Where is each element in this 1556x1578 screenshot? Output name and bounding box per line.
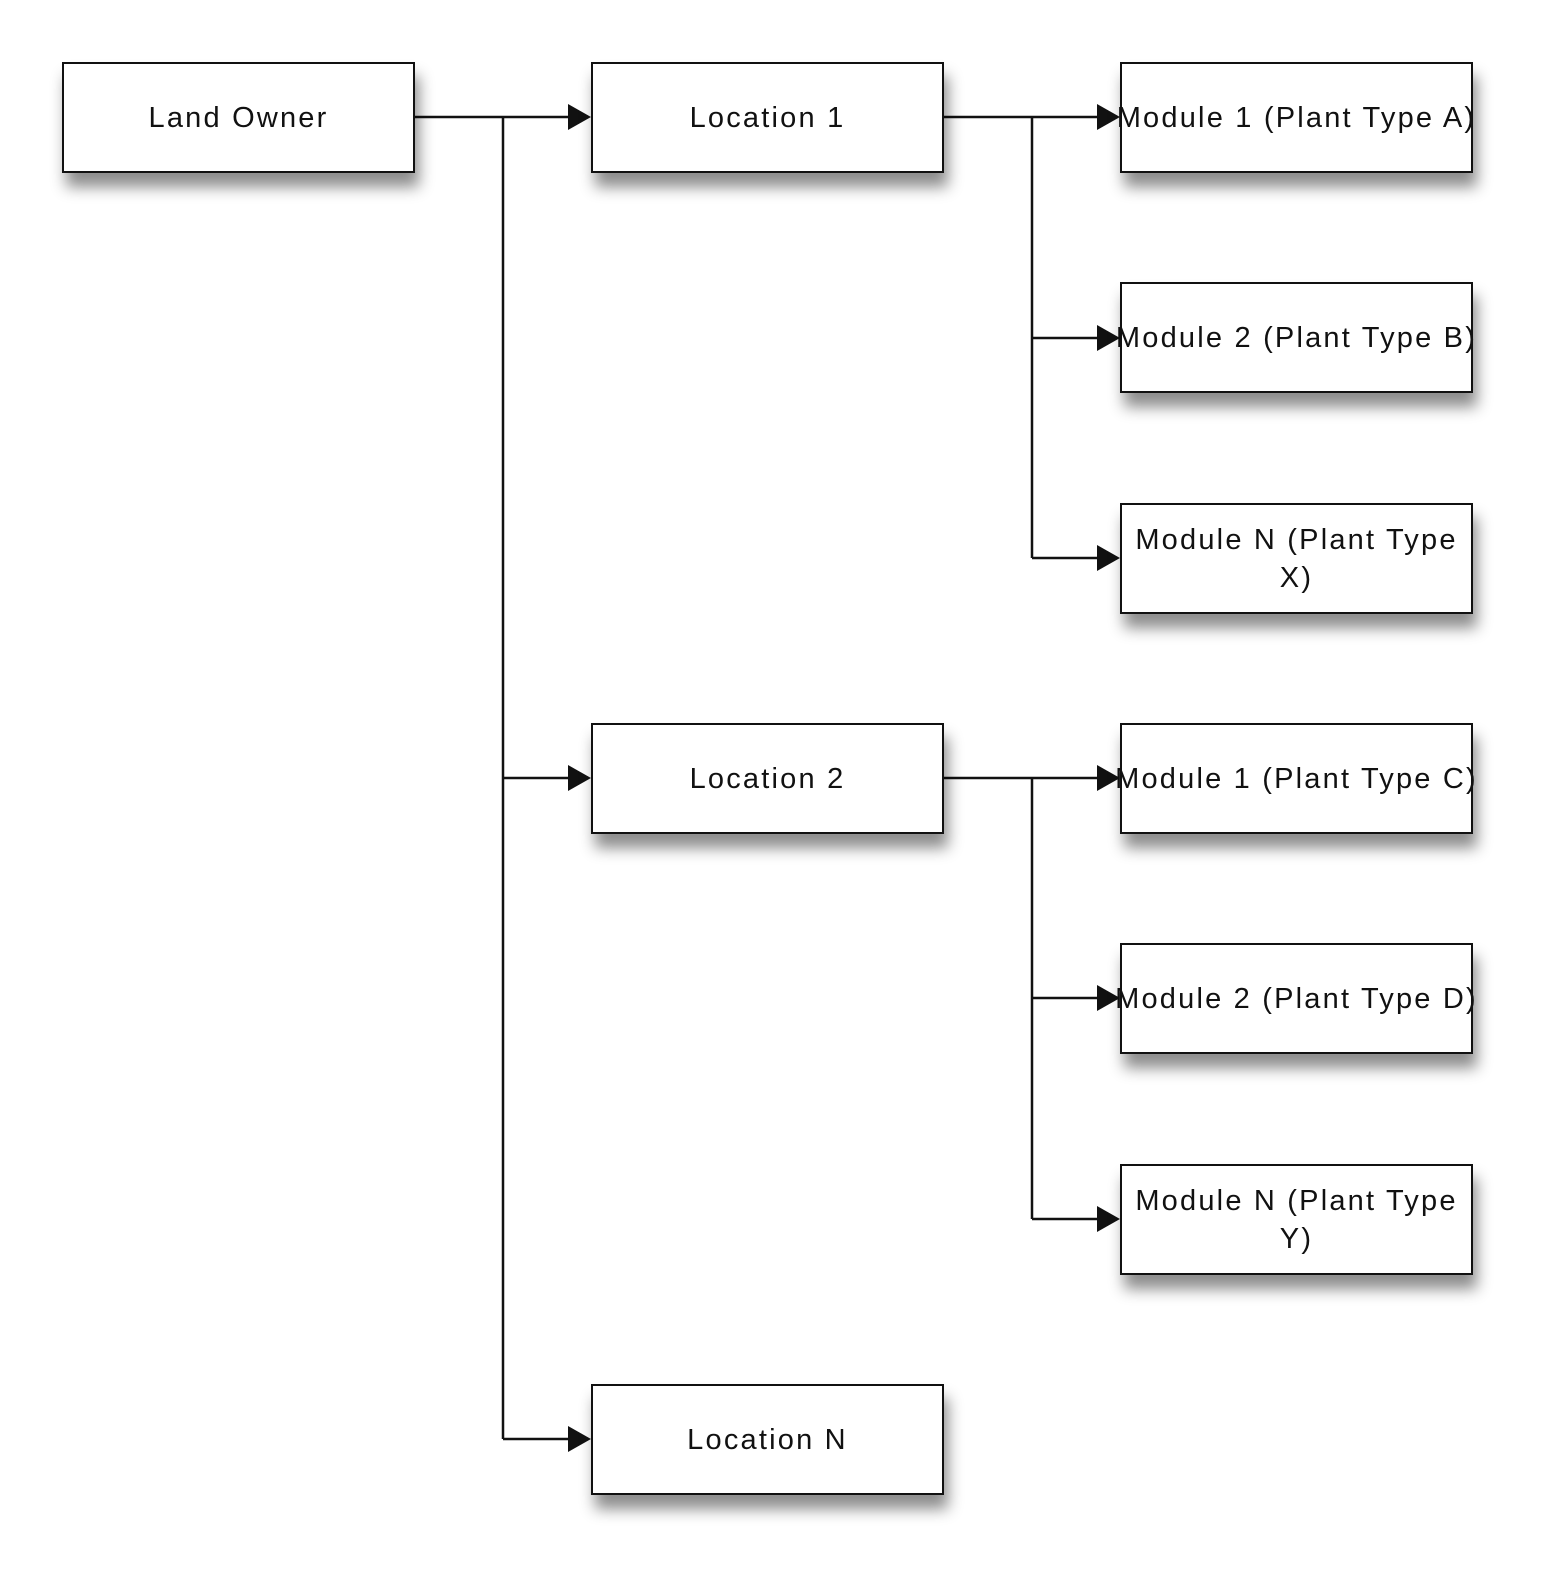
node-location-n[interactable]: Location N (591, 1384, 944, 1495)
node-label: Module 1 (Plant Type A) (1116, 101, 1477, 134)
node-label: Location N (687, 1423, 848, 1456)
node-module-1-plant-type-a[interactable]: Module 1 (Plant Type A) (1117, 62, 1474, 173)
node-label: Module 1 (Plant Type C) (1115, 762, 1478, 795)
arrowhead-module-2-b (1097, 325, 1120, 351)
arrowhead-module-1-a (1097, 104, 1120, 130)
node-label: Module N (Plant Type Y) (1135, 1184, 1458, 1255)
arrowhead-location-n (568, 1426, 591, 1452)
node-module-n-plant-type-y[interactable]: Module N (Plant Type Y) (1120, 1164, 1473, 1275)
arrowhead-location-1 (568, 104, 591, 130)
node-label: Land Owner (148, 101, 329, 134)
node-label: Location 1 (689, 101, 846, 134)
node-location-1[interactable]: Location 1 (591, 62, 944, 173)
node-land-owner[interactable]: Land Owner (62, 62, 415, 173)
arrowhead-module-n-y (1097, 1206, 1120, 1232)
arrowhead-module-n-x (1097, 545, 1120, 571)
node-module-2-plant-type-b[interactable]: Module 2 (Plant Type B) (1116, 282, 1475, 393)
node-label: Module 2 (Plant Type B) (1115, 321, 1478, 354)
node-module-n-plant-type-x[interactable]: Module N (Plant Type X) (1120, 503, 1473, 614)
arrowhead-module-1-c (1097, 765, 1120, 791)
arrowhead-module-2-d (1097, 985, 1120, 1011)
node-location-2[interactable]: Location 2 (591, 723, 944, 834)
node-label: Module N (Plant Type X) (1135, 523, 1458, 594)
node-module-2-plant-type-d[interactable]: Module 2 (Plant Type D) (1115, 943, 1476, 1054)
node-label: Location 2 (689, 762, 846, 795)
arrowhead-location-2 (568, 765, 591, 791)
node-label: Module 2 (Plant Type D) (1115, 982, 1478, 1015)
node-module-1-plant-type-c[interactable]: Module 1 (Plant Type C) (1115, 723, 1476, 834)
